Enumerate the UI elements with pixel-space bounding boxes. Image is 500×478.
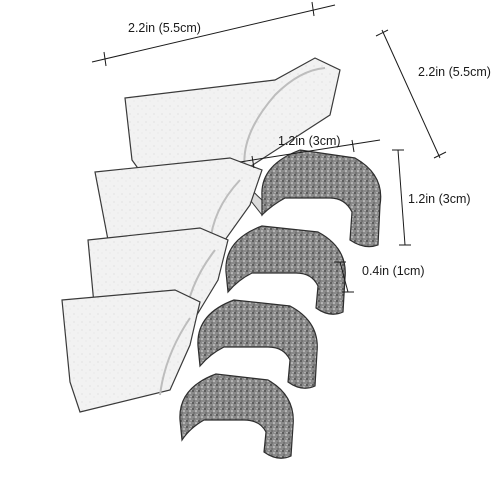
inner-height-label: 1.2in (3cm): [408, 192, 471, 206]
overall-width-label: 2.2in (5.5cm): [128, 21, 201, 35]
inner-width-label: 1.2in (3cm): [278, 134, 341, 148]
overall-depth-label: 2.2in (5.5cm): [418, 65, 491, 79]
corner-guard-4: [61, 289, 294, 459]
dimension-lines: [91, 1, 447, 293]
thickness-label: 0.4in (1cm): [362, 264, 425, 278]
